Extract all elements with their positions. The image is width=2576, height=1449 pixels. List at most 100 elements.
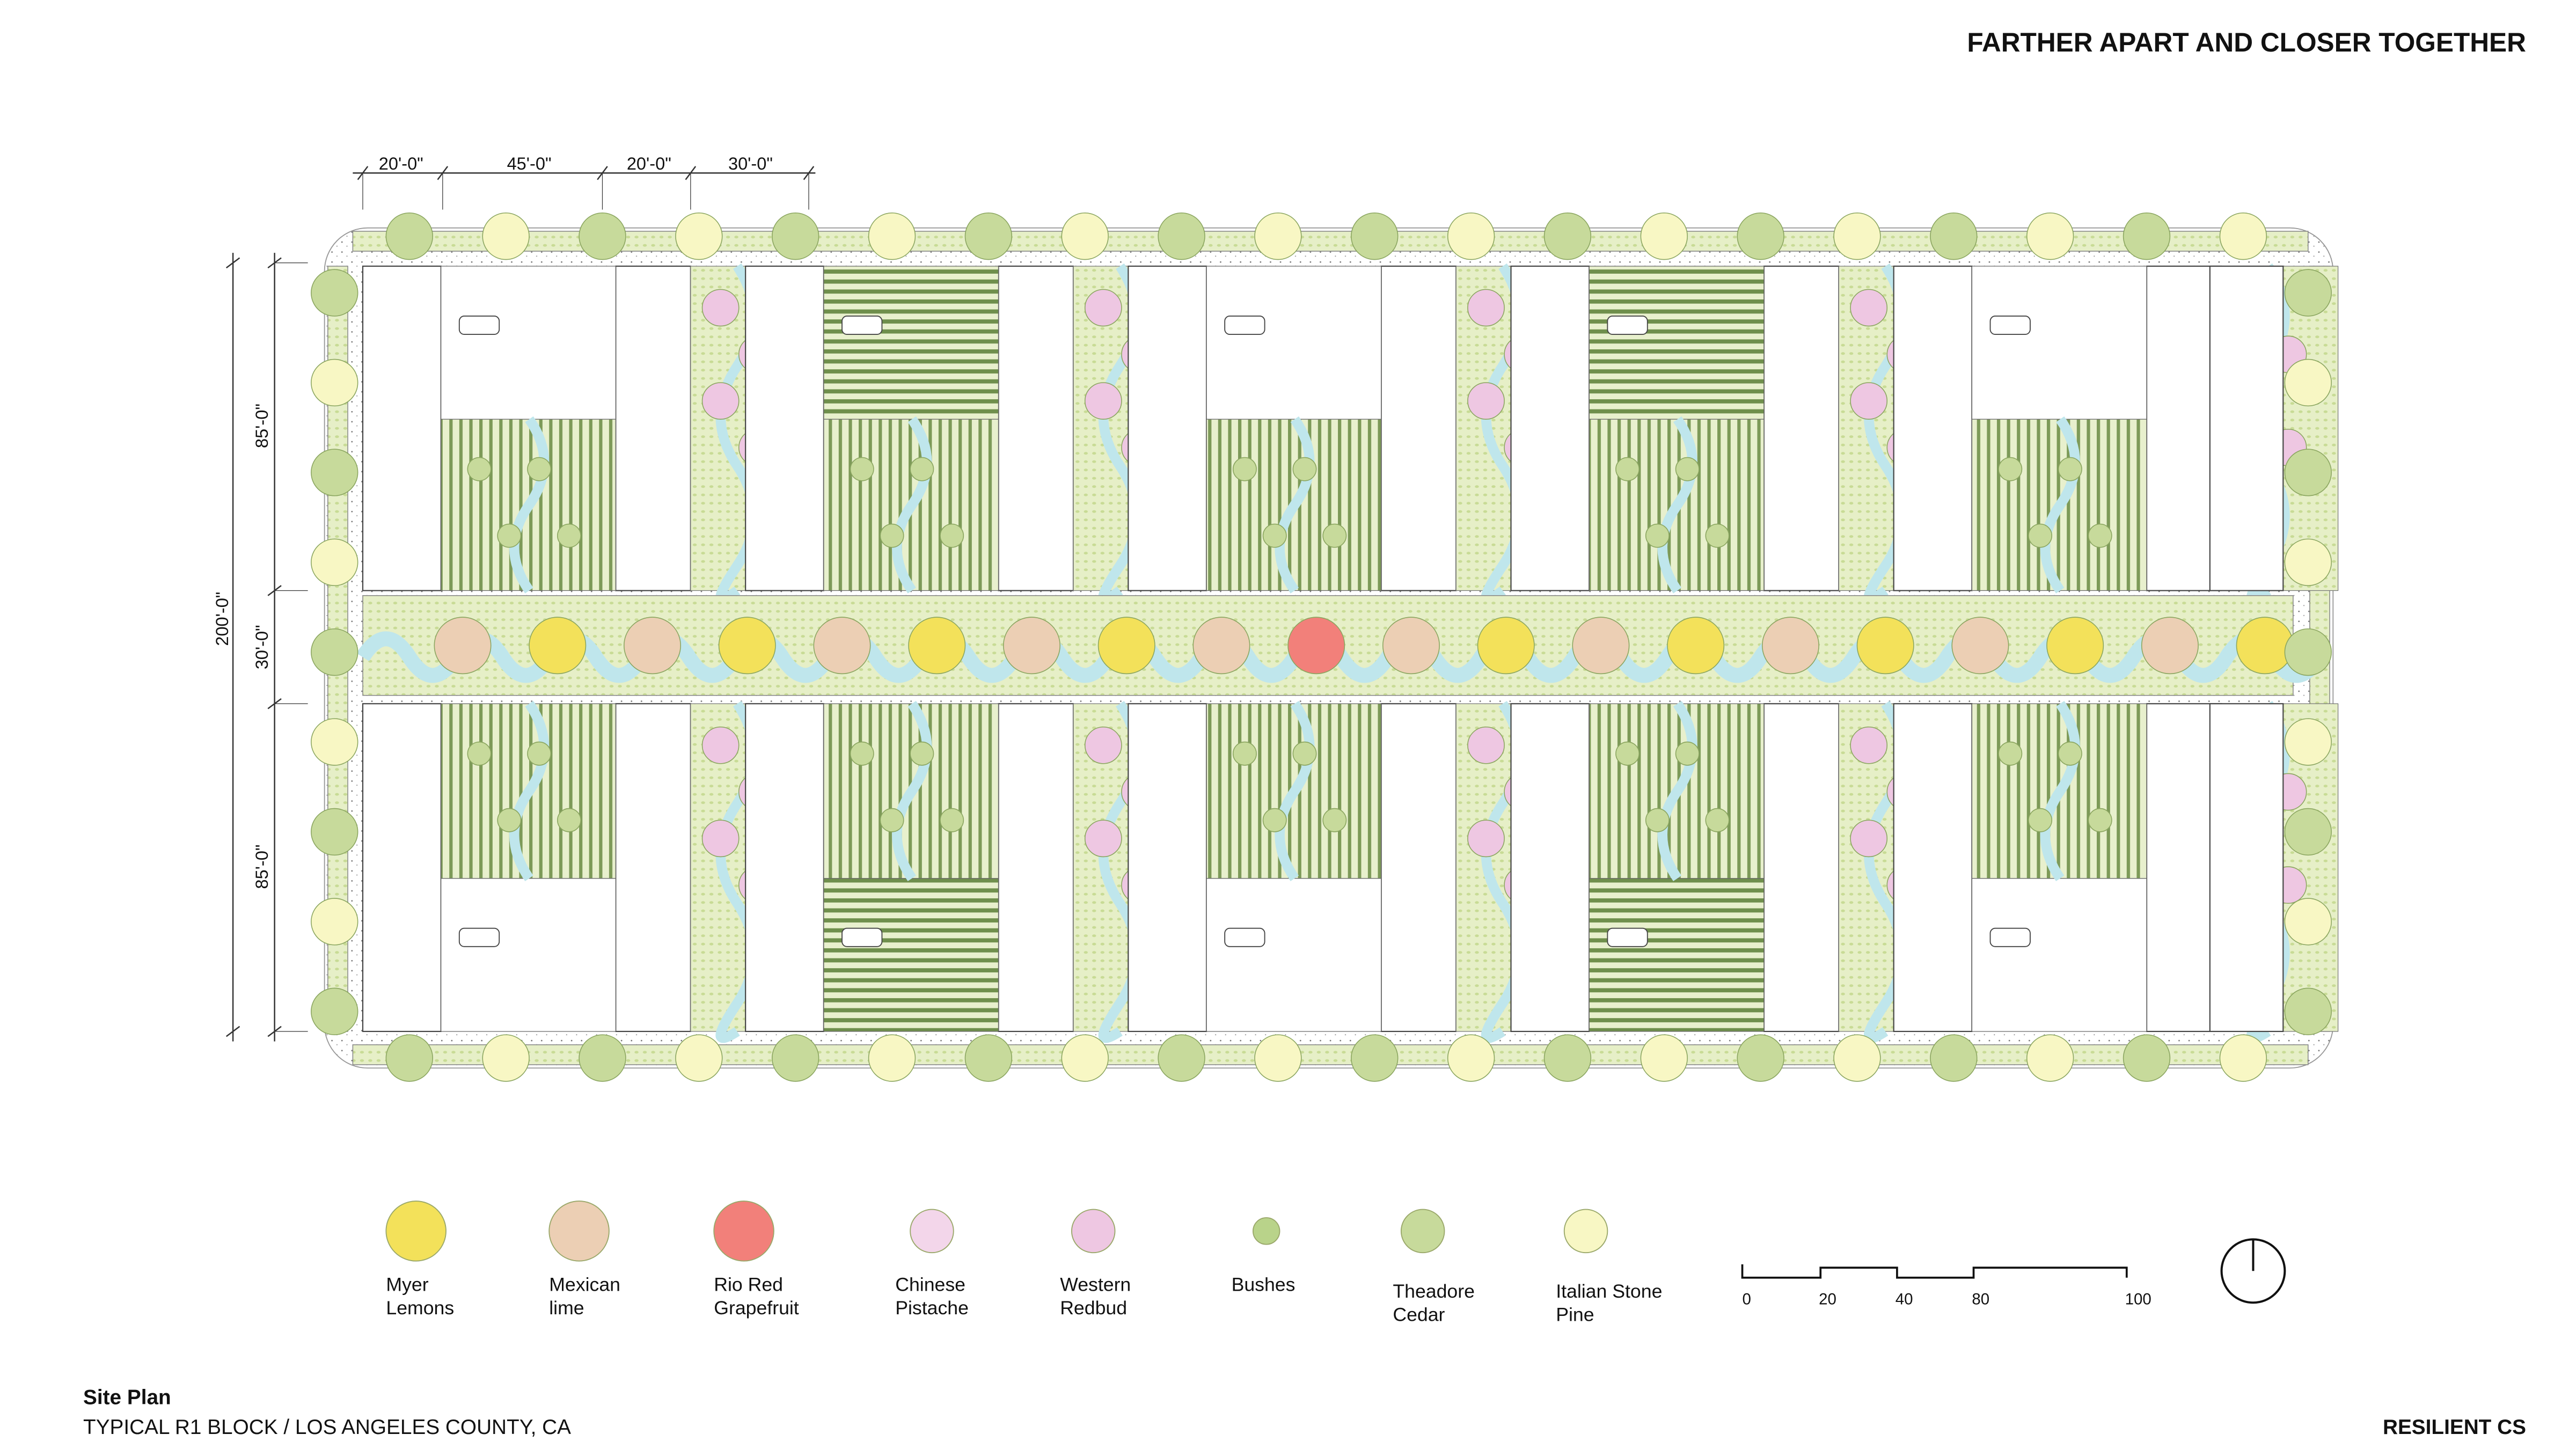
myer-lemon-tree <box>529 617 587 675</box>
street-tree <box>771 1034 819 1082</box>
house-footprint <box>615 703 691 1033</box>
bush <box>850 457 874 481</box>
street-tree <box>1351 1034 1399 1082</box>
bush <box>467 457 492 481</box>
street-tree <box>868 213 916 260</box>
street-tree <box>1061 213 1109 260</box>
bush <box>1262 523 1287 548</box>
parkway-bottom <box>352 1044 2309 1065</box>
mexican-lime-tree <box>1761 617 1819 675</box>
bush <box>1998 741 2023 766</box>
house-footprint <box>998 703 1074 1033</box>
car <box>841 927 883 947</box>
street-tree <box>311 358 358 407</box>
myer-lemon-tree <box>1856 617 1914 675</box>
street-tree <box>579 213 626 260</box>
street-tree <box>2284 449 2332 496</box>
bush <box>1232 741 1257 766</box>
bush <box>1262 808 1287 832</box>
dimension-label: 20'-0" <box>627 154 671 173</box>
house-footprint <box>745 265 824 591</box>
bush <box>527 457 552 481</box>
redbud-tree <box>1467 819 1505 858</box>
street-tree <box>2284 269 2332 317</box>
legend-label: Cedar <box>1393 1304 1445 1325</box>
car <box>1224 927 1265 947</box>
parkway-top <box>352 231 2309 252</box>
street-tree <box>1833 213 1881 260</box>
driveway-yard <box>1589 878 1765 1032</box>
depth-label: 85'-0" <box>252 404 272 448</box>
street-tree <box>2284 358 2332 407</box>
bush <box>1705 523 1730 548</box>
street-tree <box>2026 1034 2074 1082</box>
street-tree <box>1543 1034 1592 1082</box>
bush <box>1705 808 1730 832</box>
street-tree <box>1158 1034 1205 1082</box>
lot-module <box>745 263 1190 604</box>
bush <box>1232 457 1257 481</box>
mexican-lime-tree <box>434 617 492 675</box>
garden-creek <box>1275 416 1315 594</box>
redbud-tree <box>1467 382 1505 420</box>
bush <box>2028 808 2053 832</box>
top-dimension-string <box>353 166 816 210</box>
garden-creek <box>1657 700 1697 881</box>
myer-lemon-tree <box>1477 617 1535 675</box>
house-footprint <box>2146 265 2222 591</box>
scale-tick: 20 <box>1819 1290 1836 1308</box>
street-tree <box>1158 213 1205 260</box>
legend-label: Bushes <box>1232 1274 1296 1296</box>
driveway-yard <box>823 266 999 420</box>
street-tree <box>868 1034 916 1082</box>
legend-label: Western <box>1060 1274 1131 1296</box>
house-footprint <box>1763 703 1840 1033</box>
mexican-lime-tree-icon <box>548 1201 610 1262</box>
bush <box>910 741 934 766</box>
street-tree <box>311 987 358 1035</box>
driveway-yard <box>823 878 999 1032</box>
house-footprint <box>1380 703 1457 1033</box>
bush <box>557 808 581 832</box>
mexican-lime-tree <box>2141 617 2199 675</box>
bush <box>1615 457 1640 481</box>
street-tree <box>2284 628 2332 676</box>
myer-lemon-tree <box>718 617 776 675</box>
car <box>1989 316 2031 335</box>
bush <box>497 523 522 548</box>
house-footprint <box>615 265 691 591</box>
driveway-yard <box>441 878 616 1032</box>
chinese-pistache-tree-icon <box>910 1209 954 1254</box>
left-dimension-strings <box>225 253 308 1042</box>
driveway-yard <box>1206 878 1382 1032</box>
legend-label: Lemons <box>386 1297 454 1319</box>
legend-label: Rio Red <box>714 1274 783 1296</box>
myer-lemon-tree-icon <box>385 1201 447 1262</box>
bush <box>1322 523 1347 548</box>
street-tree <box>2123 213 2171 260</box>
lot-module <box>745 700 1190 1043</box>
street-tree <box>1640 213 1688 260</box>
legend-label: Pine <box>1556 1304 1594 1325</box>
bush <box>1645 808 1670 832</box>
redbud-tree <box>1850 726 1888 764</box>
house-footprint <box>1893 703 1973 1033</box>
bush <box>527 741 552 766</box>
redbud-tree <box>701 819 740 858</box>
dimension-label: 30'-0" <box>728 154 773 173</box>
house-footprint <box>1128 265 1208 591</box>
lot-module <box>1128 700 1573 1043</box>
garden-creek <box>1275 700 1315 881</box>
street-tree <box>1447 1034 1495 1082</box>
western-redbud-tree-icon <box>1071 1209 1116 1254</box>
garden-creek <box>892 700 932 881</box>
car <box>841 316 883 335</box>
legend-label: Chinese <box>895 1274 965 1296</box>
mexican-lime-tree <box>813 617 871 675</box>
street-tree <box>1061 1034 1109 1082</box>
lot-module <box>1128 263 1573 604</box>
dimension-label: 20'-0" <box>379 154 423 173</box>
driveway-yard <box>1971 266 2147 420</box>
